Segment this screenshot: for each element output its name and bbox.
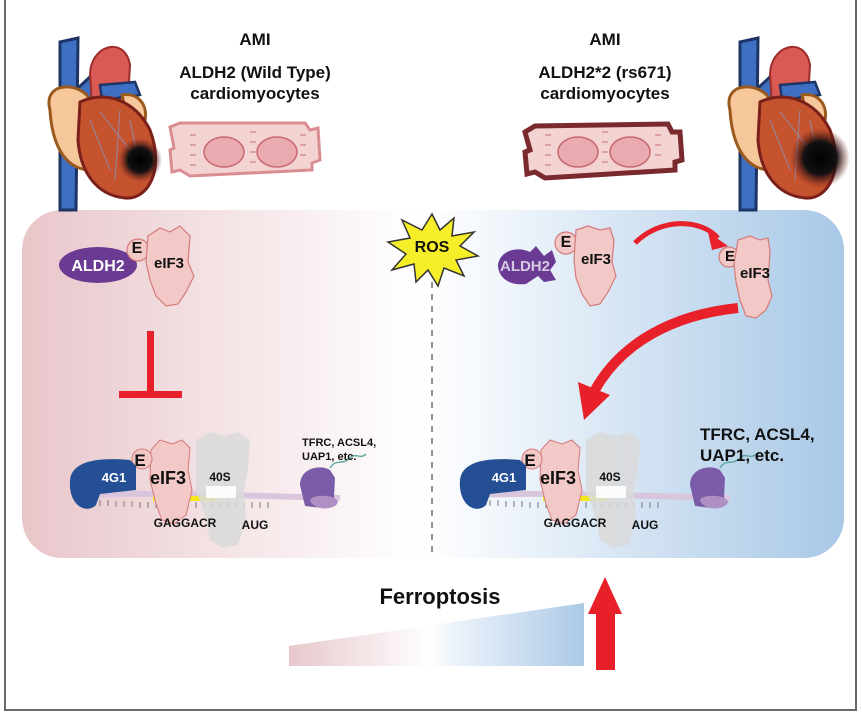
- translation-complex-right: [459, 432, 757, 548]
- ferroptosis-increase-arrow-icon: [588, 577, 622, 670]
- translation-complex-left: [69, 432, 367, 548]
- aldh2-label-right: ALDH2: [500, 258, 550, 275]
- eif3-protein-icon-free: [718, 235, 773, 319]
- eif3-label-left: eIF3: [154, 255, 184, 272]
- motif-label-right: GAGGACR: [544, 516, 607, 530]
- eif3-protein-icon-left: [126, 225, 195, 307]
- e-label-left: E: [132, 240, 143, 257]
- left-condition-cell-type: cardiomyocytes: [190, 84, 320, 103]
- right-condition-title: AMI: [589, 30, 621, 49]
- targets-line2-left: UAP1, etc.: [302, 451, 356, 463]
- aug-label-right: AUG: [632, 518, 659, 532]
- ribosome-40s-label-right: 40S: [599, 470, 620, 484]
- ferroptosis-label: Ferroptosis: [379, 584, 500, 609]
- motif-label-left: GAGGACR: [154, 516, 217, 530]
- cardiomyocyte-wildtype-icon: [168, 121, 322, 178]
- free-e-label: E: [725, 248, 735, 265]
- ros-label: ROS: [415, 239, 450, 256]
- right-condition-genotype: ALDH2*2 (rs671): [538, 63, 672, 82]
- dissociation-arrow-icon: [633, 221, 728, 250]
- free-eif3-label: eIF3: [740, 265, 770, 282]
- g1-label-left: 4G1: [102, 470, 127, 485]
- aldh2-label-left: ALDH2: [71, 258, 124, 275]
- left-condition-genotype: ALDH2 (Wild Type): [179, 63, 331, 82]
- left-condition-title: AMI: [239, 30, 271, 49]
- complex-e-label-left: E: [134, 451, 145, 470]
- aldh2-protein-icon: [59, 247, 137, 283]
- eif3-protein-icon-right-bound: [554, 225, 617, 307]
- heart-icon-right: [727, 36, 850, 212]
- g1-label-right: 4G1: [492, 470, 517, 485]
- e-label-right: E: [561, 234, 572, 251]
- inhibition-bar-icon: [119, 331, 182, 398]
- complex-eif3-label-left: eIF3: [150, 468, 186, 488]
- targets-line1-left: TFRC, ACSL4,: [302, 437, 376, 449]
- ferroptosis-gradient-wedge: [289, 603, 584, 666]
- targets-line2-right: UAP1, etc.: [700, 446, 784, 465]
- complex-eif3-label-right: eIF3: [540, 468, 576, 488]
- recruitment-arrow-icon: [578, 303, 739, 420]
- figure-frame: [4, 0, 857, 711]
- ribosome-40s-label-left: 40S: [209, 470, 230, 484]
- heart-icon-left: [47, 36, 162, 212]
- aldh2-fragmented-icon: [498, 246, 556, 285]
- ros-burst-icon: [386, 212, 481, 288]
- right-condition-cell-type: cardiomyocytes: [540, 84, 670, 103]
- eif3-label-right: eIF3: [581, 251, 611, 268]
- complex-e-label-right: E: [524, 451, 535, 470]
- targets-line1-right: TFRC, ACSL4,: [700, 425, 815, 444]
- aug-label-left: AUG: [242, 518, 269, 532]
- cardiomyocyte-rs671-icon: [522, 121, 685, 181]
